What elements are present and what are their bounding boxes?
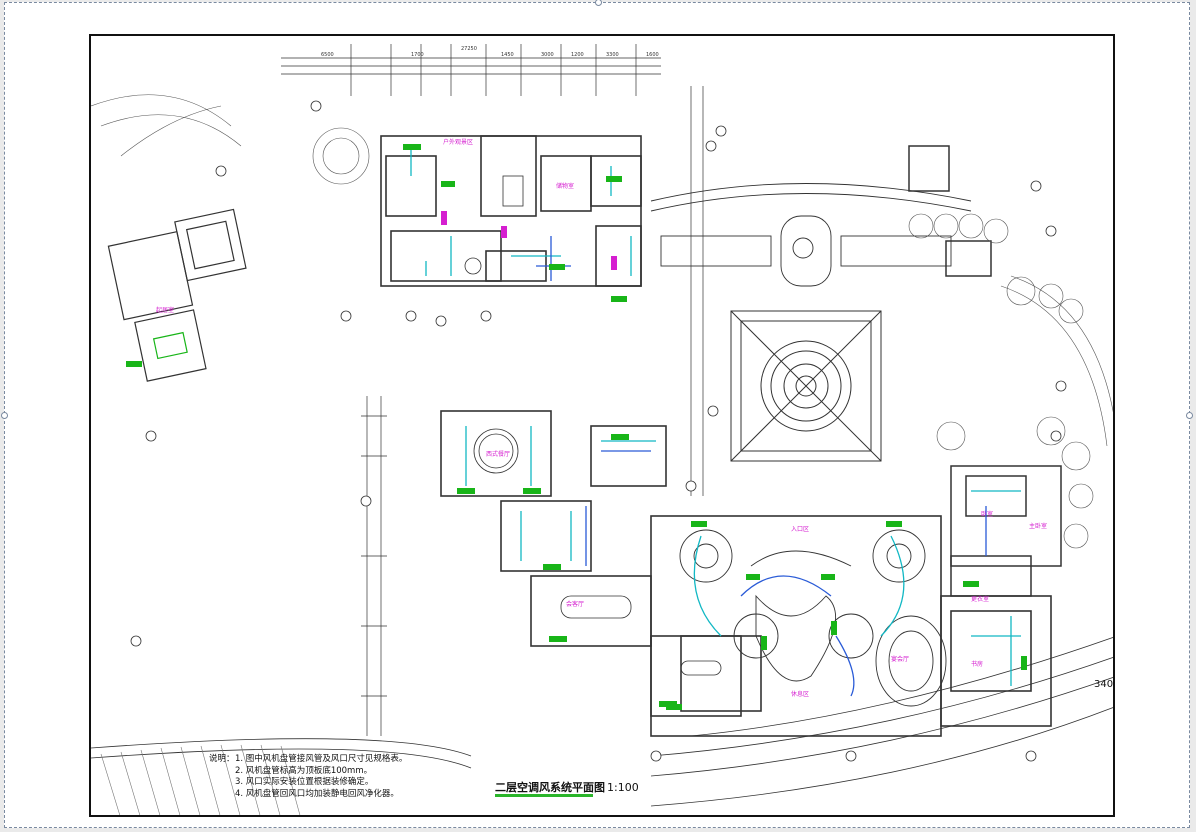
svg-text:1450: 1450 <box>501 52 514 58</box>
svg-text:1200: 1200 <box>571 52 584 58</box>
note-2: 2. 风机盘管标高为顶板底100mm。 <box>235 765 373 776</box>
note-3: 3. 风口实际安装位置根据装修确定。 <box>235 777 374 787</box>
svg-text:3300: 3300 <box>606 52 619 58</box>
top-dimension-text: 6500 27250 1700 1450 3000 1200 3300 1600 <box>321 46 659 58</box>
room-label-storage: 储物室 <box>556 182 574 190</box>
ducts-blue-middle <box>585 450 651 566</box>
lower-right-complex <box>650 515 1052 737</box>
fan-coils-upper-left <box>126 144 627 367</box>
floor-plan: 6500 27250 1700 1450 3000 1200 3300 1600 <box>91 44 1113 815</box>
room-label-master: 主卧室 <box>1029 522 1047 530</box>
lower-right-curves <box>679 529 947 707</box>
room-label-study: 书房 <box>971 660 983 668</box>
note-1: 1. 图中风机盘管接风管及风口尺寸见规格表。 <box>235 754 408 764</box>
resize-handle-left[interactable] <box>1 412 8 419</box>
ducts-lower-right <box>693 490 1021 686</box>
room-label-terrace: 户外观景区 <box>443 138 473 146</box>
drawing-sheet: 6500 27250 1700 1450 3000 1200 3300 1600 <box>89 34 1115 817</box>
axis-bubbles <box>130 100 1067 762</box>
elevation-label: 3400 <box>1094 679 1114 690</box>
upper-garden <box>650 183 972 287</box>
right-shrubs <box>908 213 1113 549</box>
drawing-title: 二层空调风系统平面图 <box>495 781 605 794</box>
curved-facade-bottom <box>91 636 1113 807</box>
ducts-blue-lower-right <box>740 506 987 697</box>
room-labels: 户外观景区 储物室 起居室 西式餐厅 会客厅 入口区 休息区 宴会厅 卧室 书房… <box>156 138 1047 698</box>
left-wing-rooms <box>107 208 247 382</box>
ducts-upper-left <box>410 146 632 276</box>
notes-heading: 说明： <box>209 754 235 764</box>
svg-text:3000: 3000 <box>541 52 554 58</box>
room-label-lounge: 休息区 <box>791 690 809 698</box>
room-label-dressing: 更衣室 <box>971 595 989 603</box>
note-4: 4. 风机盘管回风口均加装静电回风净化器。 <box>235 788 399 799</box>
room-label-dining: 西式餐厅 <box>486 450 510 458</box>
room-label-banquet: 宴会厅 <box>891 655 909 663</box>
room-label-entry: 入口区 <box>791 526 809 533</box>
ducts-middle <box>465 426 656 561</box>
svg-text:6500: 6500 <box>321 52 334 58</box>
left-terrace-arcs <box>91 94 370 185</box>
dining-table-top <box>464 175 524 275</box>
resize-handle-right[interactable] <box>1186 412 1193 419</box>
room-label-reception: 会客厅 <box>566 600 584 608</box>
round-dining-table <box>473 428 722 676</box>
room-label-living: 起居室 <box>156 306 174 314</box>
resize-handle-top[interactable] <box>595 0 602 6</box>
left-dimension-chain <box>361 86 704 736</box>
top-dimension-chain <box>281 44 661 96</box>
fan-coils-lower-right <box>666 521 1027 710</box>
ducts-blue-upper-left <box>536 236 571 281</box>
design-notes: 说明：1. 图中风机盘管接风管及风口尺寸见规格表。 2. 风机盘管标高为顶板底1… <box>209 754 407 800</box>
room-label-bedroom: 卧室 <box>981 510 993 518</box>
title-underline <box>495 794 593 797</box>
svg-text:1600: 1600 <box>646 52 659 58</box>
fan-coil-labels-upper-left <box>441 211 617 270</box>
central-plaza <box>730 310 882 462</box>
upper-left-block <box>380 135 642 287</box>
drawing-scale: 1:100 <box>607 781 639 794</box>
svg-text:27250: 27250 <box>461 46 477 52</box>
curved-stair-treads <box>100 744 301 815</box>
svg-text:1700: 1700 <box>411 52 424 58</box>
